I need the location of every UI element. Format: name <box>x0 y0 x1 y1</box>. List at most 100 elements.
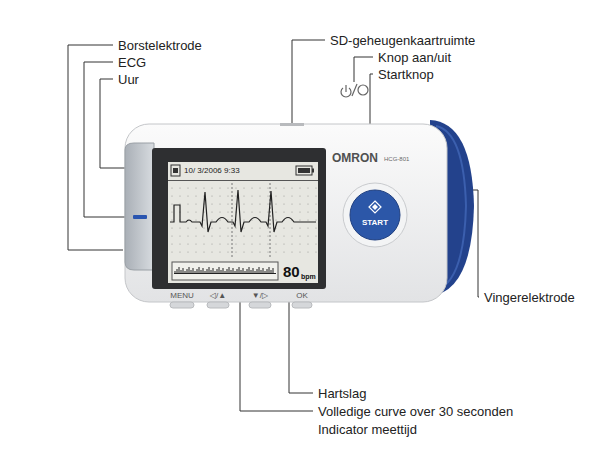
device-body <box>125 124 447 302</box>
trace-tick <box>205 271 206 273</box>
trace-tick <box>225 271 226 273</box>
trace-tick <box>247 269 248 273</box>
trace-tick <box>179 267 180 273</box>
trace-tick <box>255 271 256 273</box>
trace-tick <box>241 270 242 273</box>
full-curve-strip <box>172 262 278 280</box>
callout-label: Hartslag <box>318 387 366 400</box>
trace-tick <box>185 271 186 273</box>
chest-electrode <box>125 143 154 270</box>
button-label: OK <box>296 292 308 300</box>
trace-tick <box>265 271 266 273</box>
ecg-waveform <box>170 190 316 232</box>
trace-tick <box>231 270 232 273</box>
trace-tick <box>221 270 222 273</box>
model-name: HCG-801 <box>384 156 409 162</box>
button-text: START <box>362 219 388 227</box>
leader-lines <box>68 40 479 411</box>
trace-tick <box>227 269 228 273</box>
callout-label: Indicator meettijd <box>318 423 417 436</box>
trace-tick <box>261 270 262 273</box>
trace-tick <box>269 267 270 273</box>
standby-symbol <box>358 85 368 95</box>
trace-tick <box>189 267 190 273</box>
sd-slot <box>280 123 304 126</box>
trace-tick <box>181 270 182 273</box>
trace-tick <box>245 271 246 273</box>
grid-line <box>232 183 233 258</box>
trace-tick <box>249 267 250 273</box>
trace-tick <box>191 270 192 273</box>
trace-tick <box>259 267 260 273</box>
trace-tick <box>177 269 178 273</box>
trace-tick <box>257 269 258 273</box>
ok-button <box>292 302 312 308</box>
start-button: START <box>342 182 408 248</box>
trace-tick <box>199 267 200 273</box>
trace-tick <box>217 269 218 273</box>
trace-tick <box>203 268 204 273</box>
trace-tick <box>215 271 216 273</box>
ecg-indicator <box>133 215 147 219</box>
memory-icon <box>173 168 178 173</box>
callout-label: Volledige curve over 30 seconden <box>318 405 513 418</box>
menu-button <box>170 302 194 308</box>
trace-tick <box>233 268 234 273</box>
trace-baseline <box>174 273 276 274</box>
leader-line <box>292 40 325 123</box>
trace-tick <box>211 270 212 273</box>
lcd-screen <box>168 162 318 283</box>
trace-tick <box>243 268 244 273</box>
leader-line <box>68 45 123 250</box>
trace-tick <box>263 268 264 273</box>
callout-label: Knop aan/uit <box>378 51 451 64</box>
start-icon <box>369 201 381 213</box>
power-icons <box>341 84 368 97</box>
button-label: ◁/▲ <box>210 292 226 300</box>
trace-tick <box>197 269 198 273</box>
trace-tick <box>251 270 252 273</box>
callout-label: ECG <box>118 56 146 69</box>
trace-tick <box>239 267 240 273</box>
power-symbol <box>345 85 346 92</box>
callout-label: Startknop <box>378 68 434 81</box>
heart-rate-value: 80 <box>283 264 300 279</box>
trace-tick <box>219 267 220 273</box>
callout-label: Vingerelektrode <box>484 291 575 304</box>
callout-label: Borstelektrode <box>118 39 202 52</box>
slash-symbol <box>352 84 357 96</box>
trace-tick <box>195 271 196 273</box>
lcd-divider <box>168 180 318 181</box>
trace-tick <box>187 269 188 273</box>
button-ring <box>343 183 407 247</box>
trace-tick <box>193 268 194 273</box>
battery-icon <box>296 166 312 175</box>
buttons <box>170 302 312 308</box>
trace-tick <box>223 268 224 273</box>
button-label: ▼/▷ <box>252 292 268 300</box>
button-label: MENU <box>170 292 194 300</box>
battery-icon <box>312 169 314 173</box>
trace-tick <box>273 268 274 273</box>
start-icon <box>372 204 378 210</box>
brand-logo: OMRON <box>332 152 378 164</box>
screen-bezel <box>152 148 326 289</box>
trace-tick <box>175 271 176 273</box>
trace-tick <box>237 269 238 273</box>
right-button <box>249 302 271 308</box>
trace-tick <box>267 269 268 273</box>
callout-label: SD-geheugenkaartruimte <box>330 34 475 47</box>
trace-tick <box>201 270 202 273</box>
full-curve-trace <box>174 267 276 274</box>
trace-tick <box>183 268 184 273</box>
trace-tick <box>253 268 254 273</box>
left-button <box>207 302 229 308</box>
trace-tick <box>235 271 236 273</box>
trace-tick <box>207 269 208 273</box>
trace-tick <box>213 268 214 273</box>
lcd-grid <box>168 181 318 259</box>
screen-date-time: 10/ 3/2006 9:33 <box>184 167 240 175</box>
